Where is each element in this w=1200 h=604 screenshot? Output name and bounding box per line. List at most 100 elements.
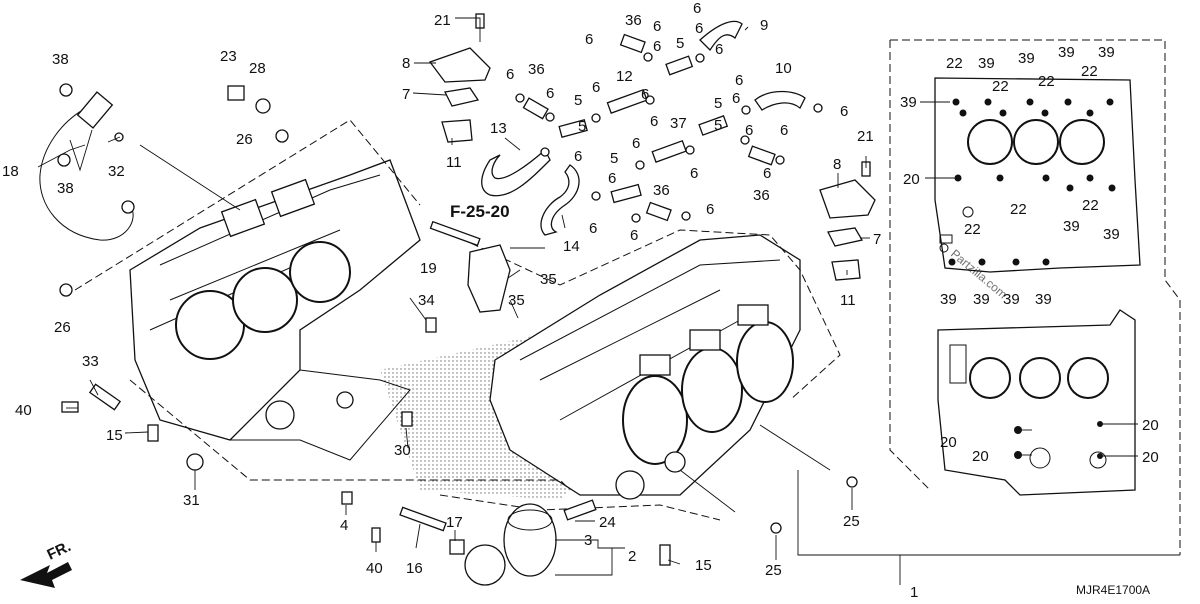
callout-6-t: 6 — [690, 165, 698, 182]
callout-13: 13 — [490, 120, 507, 137]
callout-24: 23 — [220, 48, 237, 65]
callout-28: 28 — [249, 60, 266, 77]
callout-36-c: 36 — [753, 187, 770, 204]
front-direction-arrow — [20, 562, 72, 588]
callout-35-a: 35 — [540, 271, 557, 288]
callout-10: 10 — [775, 60, 792, 77]
callout-19: 19 — [420, 260, 437, 277]
callout-6-k: 6 — [574, 148, 582, 165]
upper-crankcase — [129, 159, 421, 461]
callout-36-b: 36 — [528, 61, 545, 78]
callout-39-j: 39 — [1003, 291, 1020, 308]
callout-21-e: 22 — [1010, 201, 1027, 218]
callout-5-b: 5 — [574, 92, 582, 109]
callout-6-i: 6 — [592, 79, 600, 96]
callout-5-d: 5 — [714, 95, 722, 112]
callout-27-b: 25 — [843, 513, 860, 530]
callout-11: 11 — [446, 154, 462, 171]
callout-5-f: 5 — [610, 150, 618, 167]
callout-8-b: 8 — [833, 156, 841, 173]
callout-21-f: 22 — [964, 221, 981, 238]
callout-6-c: 6 — [693, 0, 701, 17]
reference-label: F-25-20 — [450, 202, 510, 221]
callout-27-a: 25 — [765, 562, 782, 579]
callout-8: 8 — [402, 55, 410, 72]
callout-6-g: 6 — [506, 66, 514, 83]
gasket-fastener-points — [948, 98, 1116, 459]
callout-21-d: 22 — [1081, 63, 1098, 80]
callout-9: 9 — [760, 17, 768, 34]
callout-4: 4 — [340, 517, 348, 534]
callout-39-k: 39 — [1035, 291, 1052, 308]
callout-21-a: 22 — [946, 55, 963, 72]
gasket-upper — [934, 77, 1141, 273]
callout-21-g: 22 — [1082, 197, 1099, 214]
callout-6-j: 6 — [641, 86, 649, 103]
callout-39-a: 39 — [900, 94, 917, 111]
callout-39-i: 39 — [973, 291, 990, 308]
callout-20-a: 20 — [940, 434, 957, 451]
assembly-boundaries — [74, 39, 1181, 585]
callout-26-top: 26 — [236, 131, 253, 148]
callout-5-c: 5 — [578, 118, 586, 135]
callout-11-b: 11 — [840, 292, 856, 309]
callout-16: 16 — [406, 560, 423, 577]
callout-2: 2 — [628, 548, 636, 565]
callout-6-v: 6 — [589, 220, 597, 237]
callout-7-b: 7 — [873, 231, 881, 248]
callout-23: 21 — [434, 12, 451, 29]
callout-33: 33 — [82, 353, 99, 370]
callout-6-e: 6 — [653, 38, 661, 55]
callout-6-u: 6 — [763, 165, 771, 182]
callout-6-p: 6 — [745, 122, 753, 139]
callout-6-b: 6 — [653, 18, 661, 35]
callout-7: 7 — [402, 86, 410, 103]
callout-39-d: 39 — [1058, 44, 1075, 61]
callout-38-b: 38 — [57, 180, 74, 197]
callout-23-b: 21 — [857, 128, 874, 145]
callout-6-d: 6 — [695, 20, 703, 37]
breather-covers — [428, 13, 876, 281]
callout-12: 12 — [616, 68, 633, 85]
callout-6-q: 6 — [780, 122, 788, 139]
callout-26-b: 26 — [54, 319, 71, 336]
gasket-lower — [937, 309, 1136, 496]
leader-lines — [37, 17, 1138, 576]
callout-15-a: 15 — [106, 427, 123, 444]
callout-40-a: 40 — [15, 402, 32, 419]
callout-39-f: 39 — [1063, 218, 1080, 235]
callout-6-l: 6 — [650, 113, 658, 130]
callout-5-top: 5 — [676, 35, 684, 52]
callout-6-w: 6 — [630, 227, 638, 244]
callout-1: 1 — [910, 584, 918, 599]
callout-30: 30 — [394, 442, 411, 459]
callout-6-f: 6 — [715, 41, 723, 58]
callout-39-g: 39 — [1103, 226, 1120, 243]
callout-21-b: 22 — [992, 78, 1009, 95]
callout-39-c: 39 — [1018, 50, 1035, 67]
callout-20-d: 20 — [1142, 449, 1159, 466]
lower-crankcase — [489, 234, 801, 500]
callout-25: 24 — [599, 514, 616, 531]
callout-20-b: 20 — [972, 448, 989, 465]
diagram-code: MJR4E1700A — [1076, 583, 1150, 597]
callout-5-e: 5 — [714, 117, 722, 134]
callout-6-s: 6 — [608, 170, 616, 187]
front-label: FR. — [45, 538, 74, 564]
callout-6-h: 6 — [546, 85, 554, 102]
callout-40-b: 40 — [366, 560, 383, 577]
hoses-fittings — [481, 20, 823, 236]
callout-36-d: 36 — [653, 182, 670, 199]
callout-18: 18 — [2, 163, 19, 180]
callout-36-top: 36 — [625, 12, 642, 29]
callout-39-b: 39 — [978, 55, 995, 72]
callout-34: 34 — [418, 292, 435, 309]
callout-38-top: 38 — [52, 51, 69, 68]
callout-20-c: 20 — [1142, 417, 1159, 434]
callout-39-h: 39 — [940, 291, 957, 308]
callout-22: 20 — [903, 171, 920, 188]
callout-35-b: 35 — [508, 292, 525, 309]
sensor-harness — [39, 83, 135, 241]
callout-32: 32 — [108, 163, 125, 180]
